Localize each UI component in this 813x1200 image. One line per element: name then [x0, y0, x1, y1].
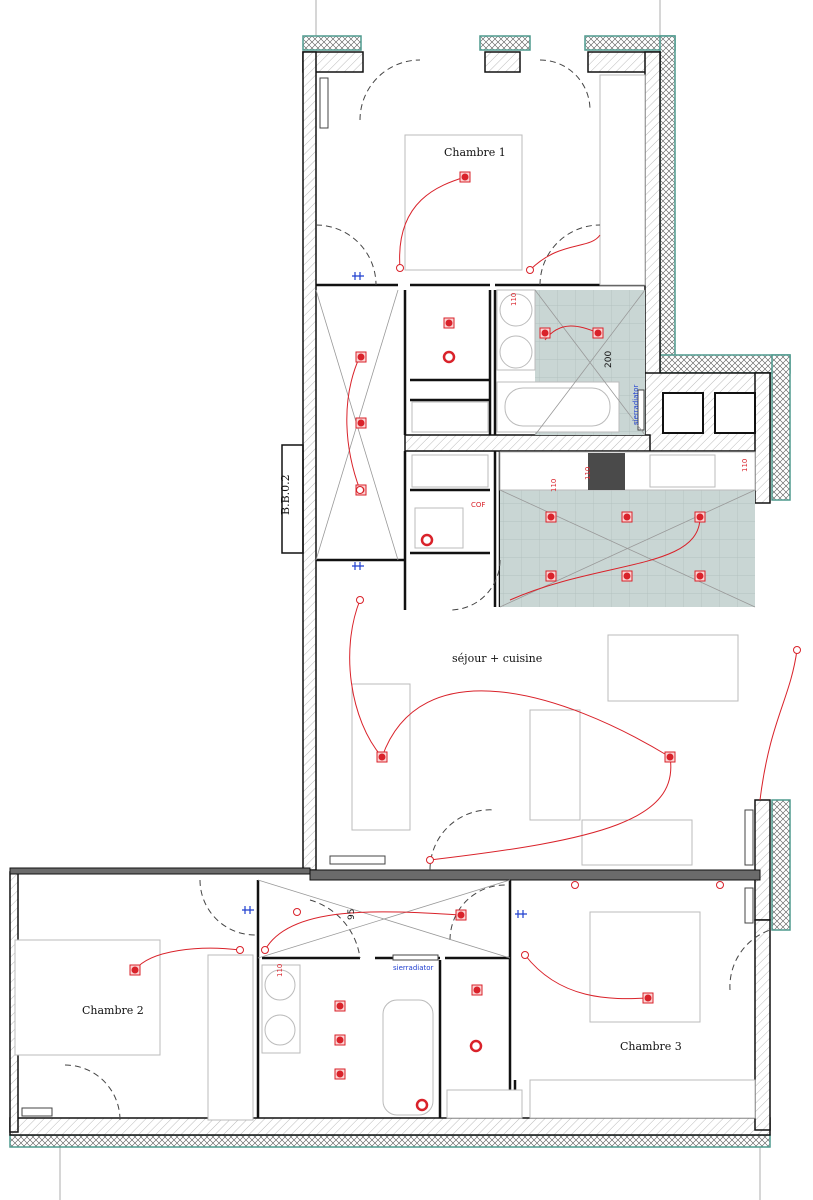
ceiling-light-icon: [623, 572, 631, 580]
switch-icon: [793, 646, 801, 654]
switch-icon: [526, 266, 534, 274]
outlet-height-label: 110: [276, 964, 284, 977]
outlet-height-label: 110: [584, 467, 592, 480]
electrical-wiring: [134, 176, 798, 1000]
switch-icon: [521, 951, 529, 959]
ceiling-light-icon: [623, 513, 631, 521]
facade-cladding: [9, 35, 791, 1148]
ceiling-light-icon: [336, 1002, 344, 1010]
axis-lines: [59, 0, 761, 1200]
furniture: [14, 74, 756, 1121]
ceiling-light-icon: [357, 353, 365, 361]
cooktop: [588, 453, 625, 490]
electrical-symbols: [129, 171, 801, 1112]
shaft-opening: [281, 444, 304, 554]
ceiling-light-icon: [378, 753, 386, 761]
ceiling-light-icon: [357, 419, 365, 427]
switch-icon: [356, 596, 364, 604]
ceiling-light-icon: [541, 329, 549, 337]
water-outlet-icon: [420, 533, 434, 547]
ceiling-light-icon: [644, 994, 652, 1002]
room-label-chambre-2: Chambre 2: [82, 1004, 144, 1017]
ceiling-light-icon: [473, 986, 481, 994]
ceiling-light-icon: [457, 911, 465, 919]
plumbing-symbols: [242, 272, 527, 918]
shaft: [662, 392, 704, 434]
room-label-chambre-1: Chambre 1: [444, 146, 506, 159]
switch-icon: [356, 486, 364, 494]
outlet-height-label: 110: [741, 459, 749, 472]
ceiling-light-icon: [696, 572, 704, 580]
ceiling-light-icon: [336, 1070, 344, 1078]
room-label-chambre-3: Chambre 3: [620, 1040, 682, 1053]
switch-icon: [293, 908, 301, 916]
water-outlet-icon: [469, 1039, 483, 1053]
ceiling-light-icon: [594, 329, 602, 337]
radiator-label-bath-1: sierradiator: [632, 384, 640, 425]
switch-icon: [426, 856, 434, 864]
water-outlet-icon: [442, 350, 456, 364]
ceiling-light-icon: [461, 173, 469, 181]
ceiling-light-icon: [666, 753, 674, 761]
dimension-hall: 95: [347, 909, 357, 920]
room-label-sejour-cuisine: séjour + cuisine: [452, 652, 542, 665]
ceiling-light-icon: [696, 513, 704, 521]
ceiling-light-icon: [547, 513, 555, 521]
switch-icon: [396, 264, 404, 272]
water-outlet-icon: [415, 1098, 429, 1112]
meter-label: COF: [471, 501, 485, 509]
switch-icon: [236, 946, 244, 954]
shaft-label: B.B.0.2: [279, 474, 292, 515]
ceiling-light-icon: [336, 1036, 344, 1044]
ceiling-light-icon: [445, 319, 453, 327]
ceiling-light-icon: [547, 572, 555, 580]
radiator-label-bath-2: sierradiator: [393, 964, 434, 972]
switch-icon: [716, 881, 724, 889]
radiators: [21, 77, 754, 1117]
dimension-bath-1: 200: [604, 351, 614, 368]
outlet-height-label: 110: [510, 293, 518, 306]
switch-icon: [261, 946, 269, 954]
ceiling-light-icon: [131, 966, 139, 974]
shaft: [714, 392, 756, 434]
outlet-height-label: 110: [550, 479, 558, 492]
switch-icon: [571, 881, 579, 889]
